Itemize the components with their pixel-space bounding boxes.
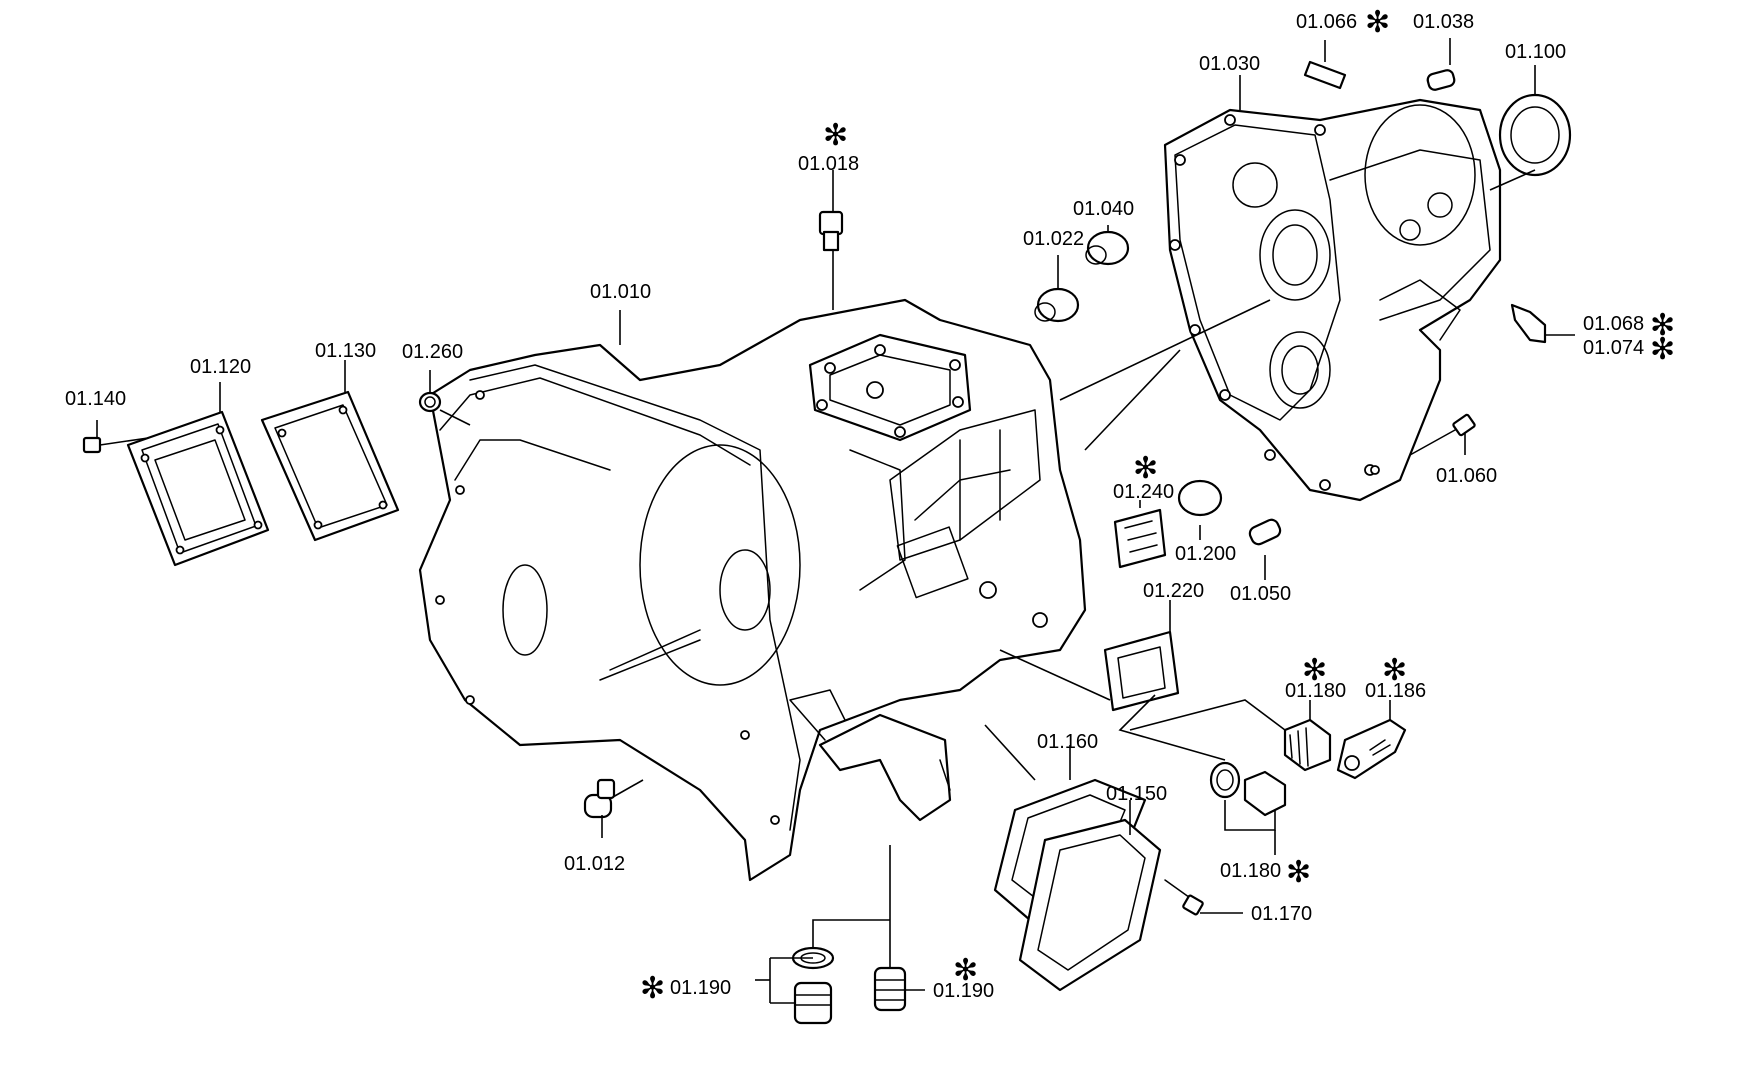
- label-01-018: 01.018: [798, 153, 859, 175]
- label-01-100: 01.100: [1505, 41, 1566, 63]
- asterisk-icon: ✻: [1302, 653, 1327, 688]
- bushing-01-022: [1034, 287, 1080, 323]
- bushing-01-040: [1085, 230, 1130, 266]
- label-01-130: 01.130: [315, 340, 376, 362]
- part-labels: 01.010 01.012 01.018 01.022 01.030 01.03…: [65, 11, 1644, 1002]
- leader-lines: [96, 38, 1575, 1004]
- label-01-260: 01.260: [402, 341, 463, 363]
- asterisk-icon: ✻: [953, 953, 978, 988]
- asterisk-icon: ✻: [1286, 855, 1311, 890]
- label-01-012: 01.012: [564, 853, 625, 875]
- asterisk-markers: ✻ ✻ ✻ ✻ ✻ ✻ ✻ ✻ ✻ ✻: [640, 5, 1675, 1006]
- cover-01-150: [1018, 818, 1162, 992]
- label-01-186: 01.186: [1365, 680, 1426, 702]
- asterisk-icon: ✻: [823, 118, 848, 153]
- bolt-01-140: [82, 436, 149, 454]
- label-01-010: 01.010: [590, 281, 651, 303]
- rear-housing: [1163, 98, 1502, 502]
- pin-01-050: [1248, 518, 1282, 546]
- asterisk-icon: ✻: [640, 971, 665, 1006]
- label-01-030: 01.030: [1199, 53, 1260, 75]
- plug-01-180-upper: [1283, 718, 1332, 772]
- label-01-220: 01.220: [1143, 580, 1204, 602]
- plate-01-220: [1103, 630, 1180, 712]
- label-plate-01-240: [1113, 508, 1167, 569]
- label-01-200: 01.200: [1175, 543, 1236, 565]
- label-01-040: 01.040: [1073, 198, 1134, 220]
- label-01-068: 01.068: [1583, 313, 1644, 335]
- tag-01-186: [1336, 718, 1407, 780]
- asterisk-icon: ✻: [1382, 653, 1407, 688]
- clip-01-066: [1303, 60, 1347, 90]
- plug-01-190-left: [793, 981, 833, 1025]
- label-01-066: 01.066: [1296, 11, 1357, 33]
- label-01-060: 01.060: [1436, 465, 1497, 487]
- label-01-190-left: 01.190: [670, 977, 731, 999]
- label-01-120: 01.120: [190, 356, 251, 378]
- plug-01-012: [583, 778, 616, 819]
- seal-ring-01-100: [1498, 93, 1572, 177]
- label-01-050: 01.050: [1230, 583, 1291, 605]
- bolt-01-170: [1164, 879, 1204, 916]
- label-01-140: 01.140: [65, 388, 126, 410]
- pin-01-038: [1426, 69, 1456, 91]
- long-bolt-01-060: [1409, 413, 1476, 456]
- gasket-01-130: [260, 390, 400, 542]
- plug-01-260: [418, 391, 442, 413]
- bracket-01-068: [1510, 303, 1547, 344]
- disc-01-200: [1177, 479, 1223, 517]
- plug-01-190-right: [873, 966, 907, 1012]
- label-01-074: 01.074: [1583, 337, 1644, 359]
- main-housing: [418, 298, 1087, 882]
- asterisk-icon: ✻: [1650, 308, 1675, 343]
- asterisk-icon: ✻: [1365, 5, 1390, 40]
- asterisk-icon: ✻: [1133, 451, 1158, 486]
- cover-plate-01-120: [126, 410, 270, 567]
- label-01-160: 01.160: [1037, 731, 1098, 753]
- label-01-170: 01.170: [1251, 903, 1312, 925]
- label-01-022: 01.022: [1023, 228, 1084, 250]
- seal-ring-01-180: [1209, 761, 1241, 799]
- plug-01-180-lower: [1243, 770, 1287, 817]
- label-01-180-upper: 01.180: [1285, 680, 1346, 702]
- label-01-180-lower: 01.180: [1220, 860, 1281, 882]
- label-01-240: 01.240: [1113, 481, 1174, 503]
- label-01-190-right: 01.190: [933, 980, 994, 1002]
- label-01-038: 01.038: [1413, 11, 1474, 33]
- breather-01-018: [818, 210, 844, 252]
- asterisk-icon: ✻: [1650, 332, 1675, 367]
- label-01-150: 01.150: [1106, 783, 1167, 805]
